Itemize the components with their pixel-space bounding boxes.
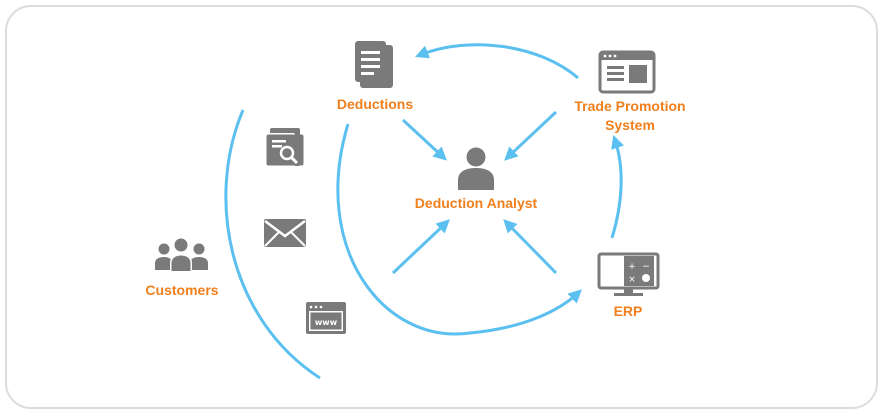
documents-icon <box>353 39 393 88</box>
svg-text:−: − <box>642 262 650 272</box>
envelope-icon <box>264 219 306 247</box>
arrow-erp-to-trade <box>610 134 624 239</box>
arrow-erp-to-analyst <box>503 219 558 275</box>
arrow-deductions-to-analyst <box>401 118 447 161</box>
arrow-deductions-to-erp <box>336 123 582 336</box>
group-users-icon <box>155 238 208 272</box>
arrow-trade-to-analyst <box>504 110 558 161</box>
erp-label: ERP <box>613 303 643 319</box>
arrow-customers-to-analyst <box>391 219 450 275</box>
svg-text:www: www <box>315 318 338 327</box>
calculator-monitor-icon: + − × <box>597 252 660 296</box>
deduction-analyst-label: Deduction Analyst <box>414 195 538 211</box>
web-browser-www-icon: www <box>306 302 346 334</box>
user-icon <box>458 147 494 190</box>
deductions-label: Deductions <box>336 96 414 112</box>
document-search-icon <box>265 128 304 167</box>
arrow-trade-to-deductions <box>414 43 579 80</box>
customers-label: Customers <box>145 282 219 298</box>
svg-text:×: × <box>628 275 636 285</box>
diagram-frame <box>5 5 878 409</box>
browser-window-icon <box>598 50 656 94</box>
trade-promotion-label: Trade Promotion System <box>574 98 686 133</box>
svg-text:+: + <box>628 262 636 272</box>
customer-boundary-arc <box>224 109 321 380</box>
